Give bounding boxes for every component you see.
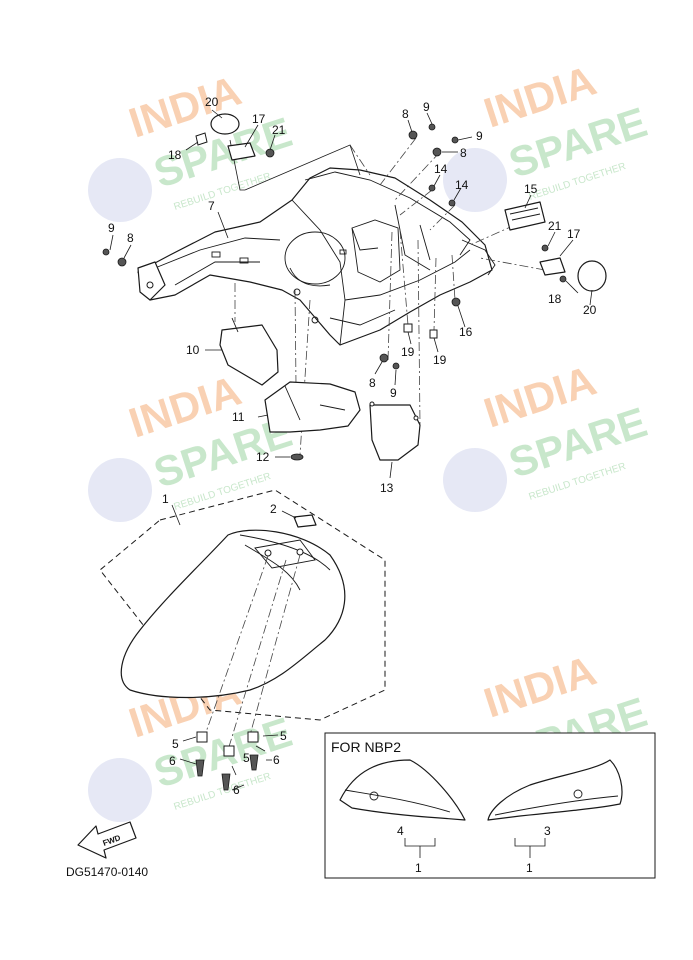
bracket-right (539, 257, 566, 276)
inset-title: FOR NBP2 (331, 739, 401, 755)
callout-13: 13 (380, 481, 394, 495)
callout-17: 17 (252, 112, 266, 126)
callout-6: 6 (233, 783, 240, 797)
callout-18: 18 (548, 292, 562, 306)
callout-9: 9 (476, 129, 483, 143)
callout-6: 6 (273, 753, 280, 767)
reflector-right (577, 260, 607, 292)
watermark-logo: INDIA SPARE REBUILD TOGETHER (88, 367, 297, 522)
inner-fender-assembly (137, 167, 496, 346)
callout-4: 4 (397, 824, 404, 838)
callout-leaders (109, 109, 593, 791)
callout-9: 9 (390, 386, 397, 400)
inner-fender-deck (304, 171, 471, 256)
watermark-logo: INDIA SPARE REBUILD TOGETHER (443, 57, 652, 212)
callout-1: 1 (415, 861, 422, 875)
watermark-logo: INDIA SPARE REBUILD TOGETHER (88, 67, 297, 222)
callout-8: 8 (369, 376, 376, 390)
drawing-code: DG51470-0140 (66, 865, 148, 879)
callout-2: 2 (270, 502, 277, 516)
callout-20: 20 (205, 95, 219, 109)
callout-14: 14 (455, 178, 469, 192)
callout-9: 9 (108, 221, 115, 235)
cover-10 (219, 324, 279, 386)
top-hardware (102, 113, 607, 370)
callout-20: 20 (583, 303, 597, 317)
callout-18: 18 (168, 148, 182, 162)
front-fender-body (120, 529, 346, 699)
callout-9: 9 (423, 100, 430, 114)
covers (219, 317, 421, 461)
callout-8: 8 (127, 231, 134, 245)
inset-nbp2: FOR NBP2 (324, 732, 656, 879)
callout-3: 3 (544, 824, 551, 838)
callout-5: 5 (172, 737, 179, 751)
watermark-logos: INDIA SPARE REBUILD TOGETHER INDIA SPARE… (88, 57, 652, 822)
inset-fender-left (339, 759, 466, 821)
bracket-left (227, 142, 256, 161)
callout-19: 19 (433, 353, 447, 367)
cover-11 (264, 381, 361, 433)
callout-8: 8 (402, 107, 409, 121)
callout-5: 5 (243, 751, 250, 765)
callout-1: 1 (526, 861, 533, 875)
watermark-logo: INDIA SPARE REBUILD TOGETHER (443, 357, 652, 512)
callout-14: 14 (434, 162, 448, 176)
callout-8: 8 (460, 146, 467, 160)
callout-11: 11 (232, 410, 245, 424)
front-fender-assembly (99, 489, 386, 791)
callout-17: 17 (567, 227, 581, 241)
callout-7: 7 (208, 199, 215, 213)
assembly-leader-lines (229, 137, 546, 456)
callout-12: 12 (256, 450, 270, 464)
callout-6: 6 (169, 754, 176, 768)
assembly-boundary (99, 489, 386, 721)
reflector-left (210, 113, 240, 135)
cover-13 (369, 404, 421, 461)
fwd-arrow-icon: FWD (77, 821, 137, 859)
callout-5: 5 (280, 729, 287, 743)
callout-numbers: 20 17 21 18 7 9 8 8 9 9 8 14 14 15 21 17… (108, 95, 597, 875)
callout-1: 1 (162, 492, 169, 506)
inner-fender-opening (284, 231, 346, 285)
grommet-2 (293, 514, 317, 528)
callout-19: 19 (401, 345, 415, 359)
callout-21: 21 (548, 219, 562, 233)
callout-10: 10 (186, 343, 200, 357)
callout-21: 21 (272, 123, 286, 137)
inset-fender-right (487, 759, 623, 821)
callout-15: 15 (524, 182, 538, 196)
plate-15 (504, 201, 546, 231)
callout-16: 16 (459, 325, 473, 339)
inner-fender-body (137, 167, 493, 346)
